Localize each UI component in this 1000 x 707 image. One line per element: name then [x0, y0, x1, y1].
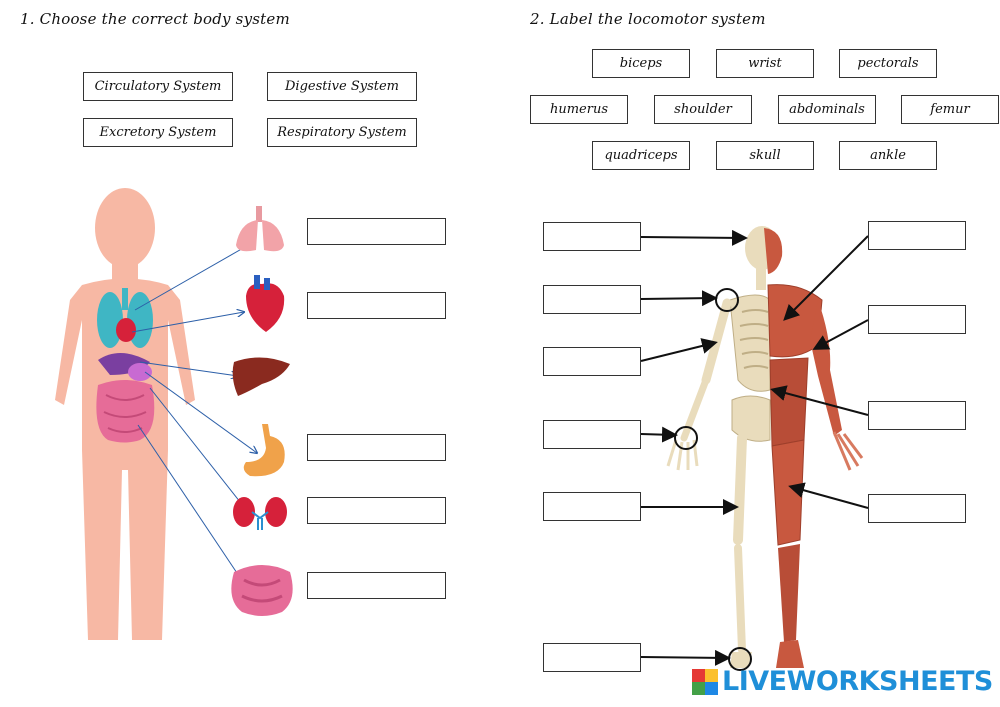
word-wrist[interactable]: wrist — [716, 49, 814, 78]
child-silhouette — [55, 188, 195, 640]
answer-kidneys-input[interactable] — [308, 498, 449, 525]
answer-right-4[interactable] — [868, 494, 969, 524]
answer-left-6-input[interactable] — [544, 644, 644, 673]
word-femur[interactable]: femur — [901, 95, 999, 124]
answer-left-2-input[interactable] — [544, 286, 644, 315]
answer-left-2[interactable] — [543, 285, 644, 315]
label-arrows — [640, 229, 869, 666]
answer-kidneys[interactable] — [307, 497, 449, 525]
answer-right-2[interactable] — [868, 305, 969, 335]
answer-left-4[interactable] — [543, 420, 644, 450]
answer-left-6[interactable] — [543, 643, 644, 673]
word-abdominals[interactable]: abdominals — [778, 95, 876, 124]
lungs-icon — [236, 206, 284, 252]
answer-heart-input[interactable] — [308, 293, 449, 320]
section2-title: 2. Label the locomotor system — [530, 10, 766, 28]
answer-left-1[interactable] — [543, 222, 644, 252]
answer-left-5[interactable] — [543, 492, 644, 522]
answer-stomach-input[interactable] — [308, 435, 449, 462]
skeleton-muscle-figure — [666, 226, 864, 668]
word-biceps[interactable]: biceps — [592, 49, 690, 78]
answer-intestines-input[interactable] — [308, 573, 449, 600]
answer-left-3[interactable] — [543, 347, 644, 377]
kidneys-icon — [233, 497, 287, 530]
body-organs — [96, 288, 155, 443]
option-respiratory[interactable]: Respiratory System — [267, 118, 417, 147]
liveworksheets-mark-icon — [692, 668, 718, 695]
heart-icon — [246, 275, 285, 332]
answer-right-3-input[interactable] — [869, 402, 969, 431]
intestines-icon — [231, 565, 293, 616]
answer-right-3[interactable] — [868, 401, 969, 431]
section1-title: 1. Choose the correct body system — [20, 10, 290, 28]
word-ankle[interactable]: ankle — [839, 141, 937, 170]
answer-left-4-input[interactable] — [544, 421, 644, 450]
answer-heart[interactable] — [307, 292, 449, 320]
word-pectorals[interactable]: pectorals — [839, 49, 937, 78]
answer-left-5-input[interactable] — [544, 493, 644, 522]
liveworksheets-wordmark: LIVEWORKSHEETS — [722, 666, 993, 697]
option-circulatory[interactable]: Circulatory System — [83, 72, 233, 101]
word-skull[interactable]: skull — [716, 141, 814, 170]
answer-lungs[interactable] — [307, 218, 449, 246]
answer-right-1[interactable] — [868, 221, 969, 251]
organ-arrows — [131, 243, 257, 585]
answer-stomach[interactable] — [307, 434, 449, 462]
answer-left-1-input[interactable] — [544, 223, 644, 252]
answer-right-4-input[interactable] — [869, 495, 969, 524]
word-quadriceps[interactable]: quadriceps — [592, 141, 690, 170]
answer-intestines[interactable] — [307, 572, 449, 600]
answer-lungs-input[interactable] — [308, 219, 449, 246]
answer-right-1-input[interactable] — [869, 222, 969, 251]
word-shoulder[interactable]: shoulder — [654, 95, 752, 124]
option-excretory[interactable]: Excretory System — [83, 118, 233, 147]
word-humerus[interactable]: humerus — [530, 95, 628, 124]
liveworksheets-logo: LIVEWORKSHEETS — [692, 666, 993, 697]
answer-right-2-input[interactable] — [869, 306, 969, 335]
option-digestive[interactable]: Digestive System — [267, 72, 417, 101]
stomach-icon — [243, 424, 285, 477]
answer-left-3-input[interactable] — [544, 348, 644, 377]
liver-icon — [232, 357, 290, 396]
